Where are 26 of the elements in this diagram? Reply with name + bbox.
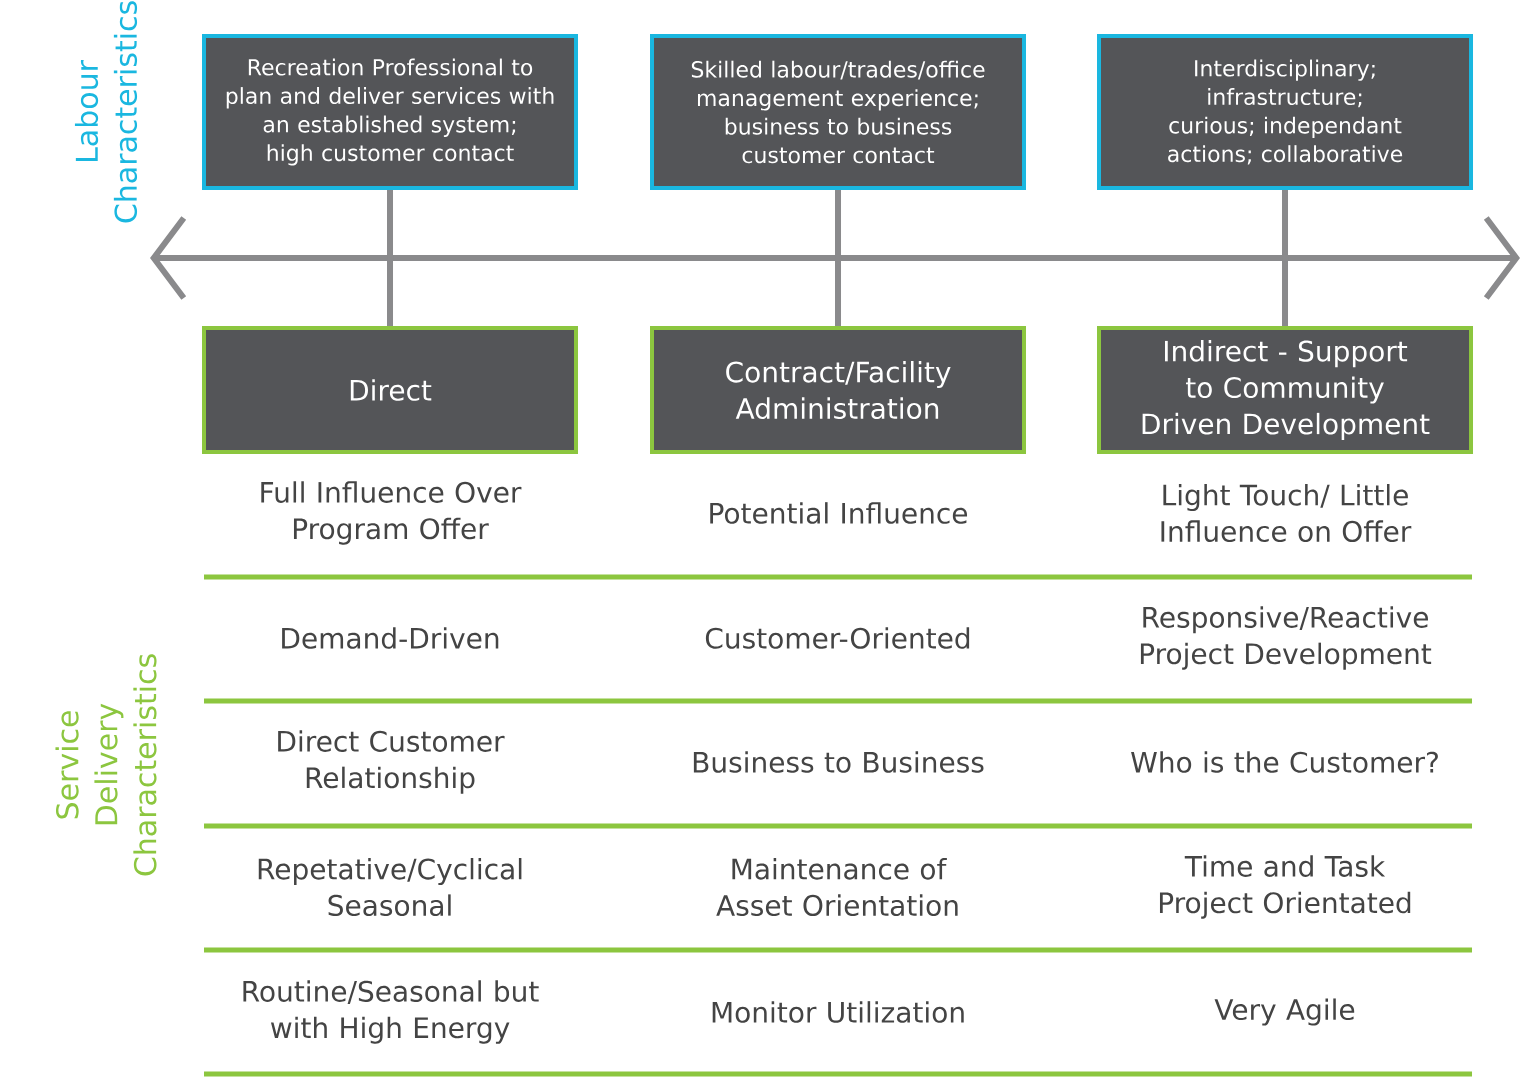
table-cell-text: Light Touch/ Little Influence on Offer <box>1161 483 1412 543</box>
table-cell-text: Very Agile <box>1214 998 1355 1026</box>
table-cell-text: Time and Task Project Orientated <box>1159 855 1411 919</box>
characteristic-box: Recreation Professional to plan and deliver services with an established system; high customer contact <box>202 34 578 190</box>
characteristic-box: Interdisciplinary; infrastructure; curious; independant actions; collaborative <box>1097 34 1473 190</box>
table-cell-text: Repetative/Cyclical Seasonal <box>258 857 522 917</box>
axis-label: Service Delivery Characteristics <box>55 654 157 876</box>
axis-label: Labour Characteristics <box>74 1 138 223</box>
delivery-model-box: Direct <box>202 326 578 454</box>
table-cell-text: Direct Customer Relationship <box>278 730 505 794</box>
characteristic-box: Skilled labour/trades/office management experience; business to business customer contact <box>650 34 1026 190</box>
table-cell-text: Business to Business <box>693 751 984 773</box>
table-cell-text: Monitor Utilization <box>712 1001 964 1023</box>
table-cell-text: Potential Influence <box>710 502 968 524</box>
table-cell-text: Responsive/Reactive Project Development <box>1140 606 1432 670</box>
table-cell-text: Full Influence Over Program Offer <box>261 481 522 545</box>
table-cell-text: Who is the Customer? <box>1131 751 1438 773</box>
delivery-model-box: Contract/Facility Administration <box>650 326 1026 454</box>
connector-line <box>387 190 393 326</box>
table-cell-text: Routine/Seasonal but with High Energy <box>243 980 539 1044</box>
connector-line <box>1282 190 1288 326</box>
table-cell-text: Maintenance of Asset Orientation <box>716 857 958 917</box>
table-cell-text: Customer-Oriented <box>705 627 970 649</box>
table-cell-text: Demand-Driven <box>282 627 499 649</box>
connector-line <box>835 190 841 326</box>
delivery-model-box: Indirect - Support to Community Driven Development <box>1097 326 1473 454</box>
